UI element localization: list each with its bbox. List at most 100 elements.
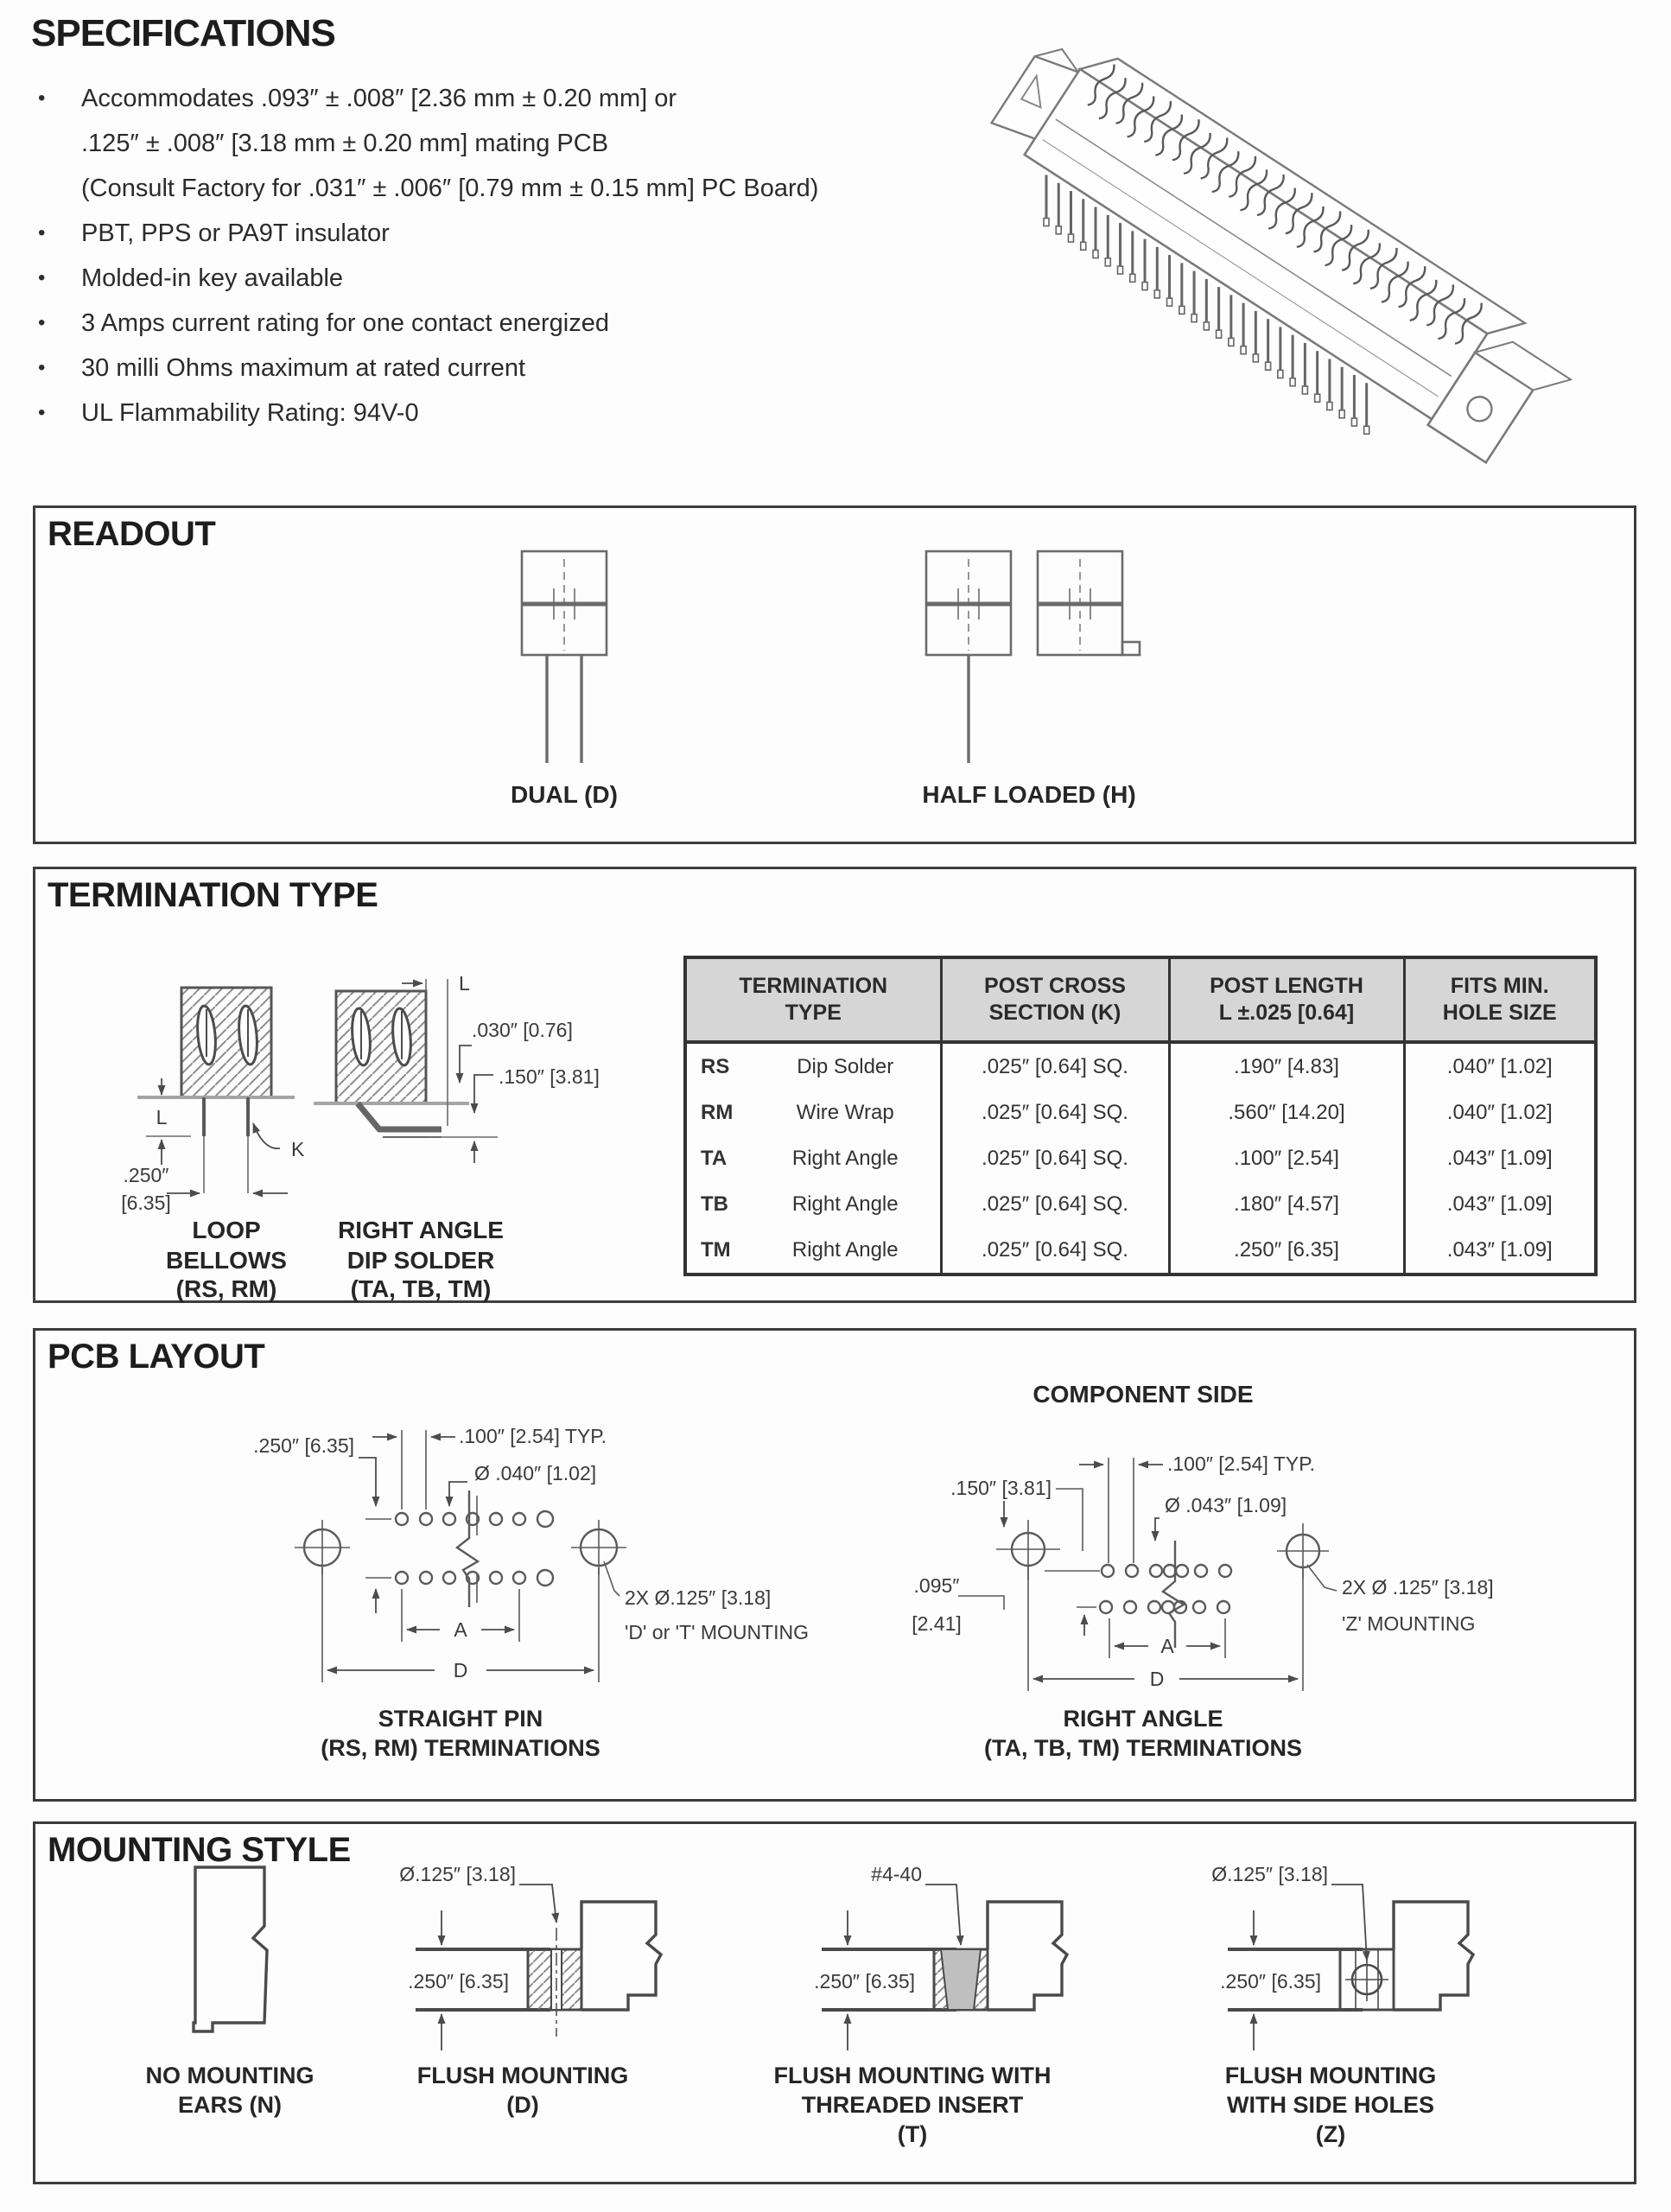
dim-L-label: L — [156, 1106, 168, 1128]
mounting-style-section: MOUNTING STYLE — [33, 1821, 1636, 2184]
spec-bullet-1: • Accommodates .093″ ± .008″ [2.36 mm ± … — [31, 76, 947, 211]
dim-2x-mounting-label: 2X Ø .125″ [3.18] — [1342, 1576, 1494, 1599]
row-code: TB — [701, 1192, 728, 1216]
right-angle-caption-1: RIGHT ANGLE — [338, 1217, 504, 1243]
mounting-hole-target-right — [571, 1520, 626, 1575]
spec-line: 3 Amps current rating for one contact en… — [81, 309, 609, 337]
connector-isometric-drawing — [989, 48, 1573, 465]
flush-mounting-z-diagram: Ø.125″ [3.18] .250″ [6.35] — [1211, 1863, 1476, 2050]
dim-L-label: L — [459, 972, 470, 995]
cell-cross: .025″ [0.64] SQ. — [939, 1135, 1169, 1181]
cell-length: .560″ [14.20] — [1167, 1090, 1404, 1135]
spec-bullet-2: • PBT, PPS or PA9T insulator — [31, 211, 947, 256]
threaded-insert-caption: FLUSH MOUNTING WITH THREADED INSERT (T) — [773, 2063, 1052, 2147]
loop-bellows-caption-2: BELLOWS — [166, 1247, 287, 1274]
dim-thread-label: #4-40 — [871, 1863, 922, 1885]
dim-241-label: [2.41] — [912, 1612, 962, 1635]
dim-K-label: K — [291, 1138, 305, 1160]
bullet-icon: • — [38, 221, 46, 245]
spec-line: Accommodates .093″ ± .008″ [2.36 mm ± 0.… — [81, 85, 677, 112]
col-header-post-length: POST LENGTH L ±.025 [0.64] — [1167, 957, 1404, 1044]
row-name: Right Angle — [791, 1146, 899, 1170]
table-row: TA Right Angle .025″ [0.64] SQ. .100″ [2.… — [685, 1135, 1596, 1181]
pcb-title: PCB LAYOUT — [48, 1338, 265, 1376]
spec-bullet-3: • Molded-in key available — [31, 256, 947, 301]
dim-thickness-label: .250″ [6.35] — [1220, 1970, 1321, 1993]
mounting-ear-right — [1426, 340, 1573, 465]
cell-cross: .025″ [0.64] SQ. — [939, 1090, 1169, 1135]
bullet-icon: • — [38, 86, 46, 110]
dim-hole-label: Ø.125″ [3.18] — [1211, 1863, 1328, 1885]
spec-bullet-5: • 30 milli Ohms maximum at rated current — [31, 346, 947, 391]
dim-100-typ-label: .100″ [2.54] TYP. — [1167, 1452, 1315, 1475]
loop-bellows-caption-3: (RS, RM) — [176, 1275, 277, 1302]
no-mounting-ears-caption: NO MOUNTING EARS (N) — [145, 2063, 315, 2118]
half-loaded-label: HALF LOADED (H) — [922, 781, 1135, 808]
dim-635-label: [6.35] — [121, 1192, 171, 1214]
dim-2x-mounting-label2: 'D' or 'T' MOUNTING — [625, 1621, 809, 1643]
loop-bellows-diagram: L K .250″ [6.35] — [121, 986, 305, 1214]
mounting-hole-target-left — [295, 1520, 350, 1575]
dim-D-label: D — [454, 1659, 468, 1681]
dim-150-label: .150″ [3.81] — [499, 1065, 600, 1088]
right-angle-caption-2: DIP SOLDER — [347, 1247, 495, 1274]
connector-body-group — [989, 48, 1573, 465]
mounting-title: MOUNTING STYLE — [48, 1831, 351, 1869]
flush-mounting-caption: FLUSH MOUNTING (D) — [416, 2063, 629, 2118]
right-angle-dip-solder-diagram: L .030″ [0.76] .150″ [3.81] — [314, 972, 600, 1163]
row-code: TM — [701, 1237, 731, 1262]
dim-250-label: .250″ — [124, 1164, 169, 1186]
dim-A-label: A — [1160, 1635, 1174, 1657]
termination-type-section: TERMINATION TYPE — [33, 867, 1636, 1303]
dim-2x-mounting-label2: 'Z' MOUNTING — [1342, 1612, 1475, 1635]
flush-mounting-t-diagram: #4-40 .250″ [6.35] — [814, 1863, 1070, 2050]
spec-line: Molded-in key available — [81, 264, 344, 292]
readout-diagrams: DUAL (D) HALF LOADED (H) — [511, 550, 1141, 808]
spec-bullet-4: • 3 Amps current rating for one contact … — [31, 301, 947, 346]
col-header-termination-type: TERMINATION TYPE — [685, 957, 941, 1044]
dim-D-label: D — [1150, 1668, 1165, 1690]
bullet-icon: • — [38, 266, 46, 289]
spec-line: (Consult Factory for .031″ ± .006″ [0.79… — [81, 175, 819, 202]
spec-line: .125″ ± .008″ [3.18 mm ± 0.20 mm] mating… — [81, 130, 609, 157]
dim-095-label: .095″ — [914, 1574, 960, 1597]
half-loaded-readout-diagram — [924, 550, 1141, 763]
col-header-post-cross-section: POST CROSS SECTION (K) — [939, 957, 1169, 1044]
specifications-title: SPECIFICATIONS — [31, 12, 336, 54]
dim-040-label: Ø .040″ [1.02] — [474, 1462, 596, 1484]
row-name: Wire Wrap — [796, 1100, 894, 1124]
readout-section: READOUT — [33, 505, 1636, 844]
pcb-layout-diagrams: .250″ [6.35] .100″ [2.54] TYP. Ø .040″ [… — [253, 1381, 1494, 1691]
row-code: TA — [701, 1146, 727, 1170]
straight-pin-caption: STRAIGHT PIN (RS, RM) TERMINATIONS — [321, 1706, 600, 1761]
spec-line: 30 milli Ohms maximum at rated current — [81, 354, 526, 382]
row-name: Right Angle — [791, 1192, 899, 1216]
dim-043-label: Ø .043″ [1.09] — [1165, 1494, 1287, 1516]
dual-label: DUAL (D) — [511, 781, 618, 808]
cell-hole: .043″ [1.09] — [1402, 1227, 1596, 1274]
mounting-style-diagrams: Ø.125″ [3.18] .250″ [6.35] #4-40 .250″ [… — [192, 1863, 1476, 2050]
dual-readout-diagram — [520, 550, 608, 763]
cell-length: .100″ [2.54] — [1167, 1135, 1404, 1181]
bullet-icon: • — [38, 311, 46, 334]
readout-title: READOUT — [48, 515, 216, 553]
dim-thickness-label: .250″ [6.35] — [814, 1970, 915, 1993]
row-code: RS — [701, 1054, 730, 1078]
mounting-ear-left — [989, 48, 1080, 140]
cell-hole: .040″ [1.02] — [1402, 1042, 1596, 1090]
right-angle-caption-3: (TA, TB, TM) — [351, 1275, 492, 1302]
termination-title: TERMINATION TYPE — [48, 876, 378, 914]
bullet-icon: • — [38, 356, 46, 379]
dim-thickness-label: .250″ [6.35] — [408, 1970, 509, 1993]
spec-line: PBT, PPS or PA9T insulator — [81, 219, 390, 247]
specifications-section: SPECIFICATIONS • Accommodates .093″ ± .0… — [31, 12, 947, 435]
row-name: Dip Solder — [797, 1054, 894, 1078]
cell-cross: .025″ [0.64] SQ. — [939, 1181, 1169, 1227]
dim-100-typ-label: .100″ [2.54] TYP. — [459, 1425, 607, 1447]
cell-length: .250″ [6.35] — [1167, 1227, 1404, 1274]
termination-table: TERMINATION TYPE POST CROSS SECTION (K) … — [683, 956, 1598, 1276]
cell-hole: .043″ [1.09] — [1402, 1135, 1596, 1181]
